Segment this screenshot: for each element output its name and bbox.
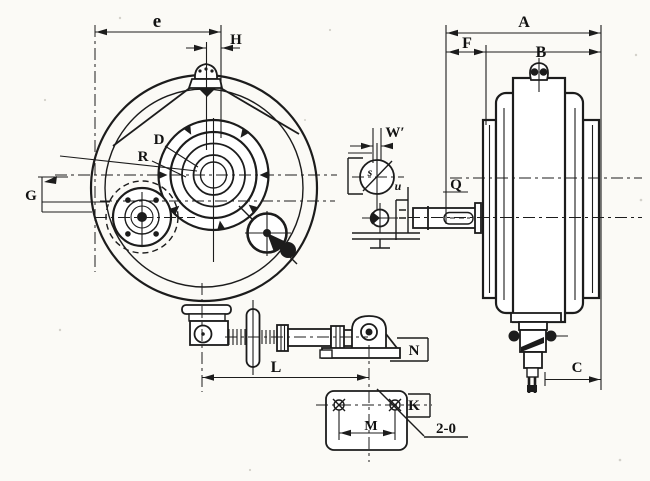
side-view-body (481, 58, 601, 393)
label-b: B (536, 44, 547, 61)
label-c: C (572, 360, 583, 376)
mounting-bracket-detail (325, 388, 468, 451)
center-block (511, 76, 567, 324)
label-q: Q (450, 177, 462, 193)
label-h: H (230, 32, 242, 48)
anchor-bracket (319, 315, 429, 362)
label-r: R (138, 149, 149, 165)
label-l: L (271, 359, 282, 376)
label-n: N (409, 343, 420, 359)
labels: e H D R G L A F B Q C W′ N K M 2-0 s u (25, 11, 582, 437)
label-d: D (154, 132, 165, 148)
dimension-annotations (38, 25, 602, 440)
label-g: G (25, 188, 37, 204)
front-view-gears (105, 118, 298, 265)
label-hole-count: 2-0 (436, 421, 456, 437)
right-flange (581, 118, 601, 300)
label-w-prime: W′ (385, 125, 404, 141)
label-script-u: u (395, 179, 402, 193)
eye-bolt (529, 58, 549, 92)
top-bolt (187, 63, 224, 97)
label-a: A (518, 14, 530, 31)
bottom-fitting (508, 312, 568, 393)
shaft-detail (347, 143, 482, 249)
label-m: M (364, 419, 377, 434)
label-script-s: s (367, 165, 373, 179)
center-lines (55, 25, 642, 462)
label-f: F (462, 35, 472, 52)
label-k: K (408, 398, 420, 414)
label-e: e (153, 11, 161, 32)
scan-noise (43, 16, 643, 472)
lever-linkage (181, 300, 429, 375)
cam-pulley (238, 205, 298, 265)
